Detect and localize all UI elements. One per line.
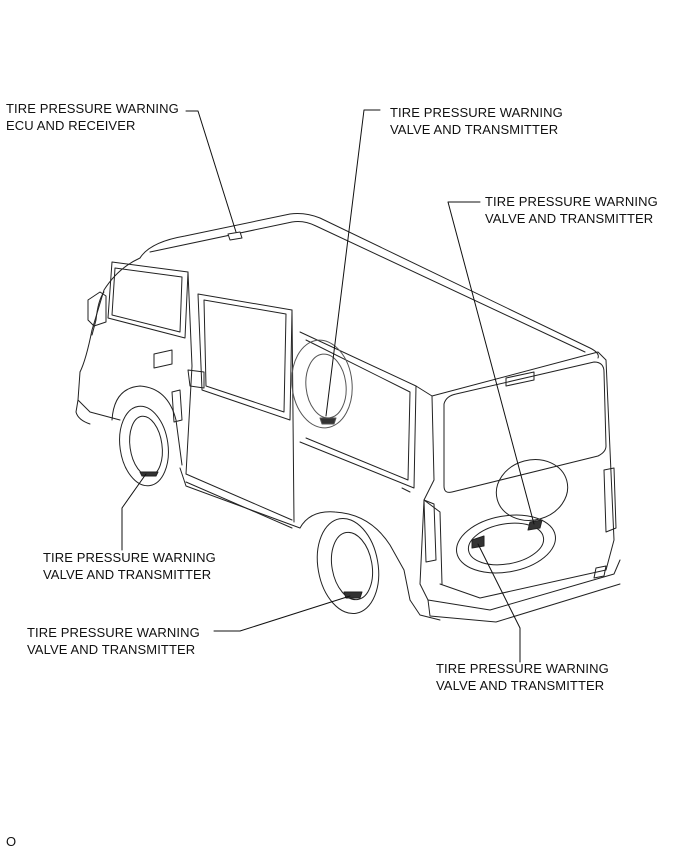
callout-line1: TIRE PRESSURE WARNING [485,194,658,209]
callout-line1: TIRE PRESSURE WARNING [27,625,200,640]
van-body [75,213,621,623]
figure-code: O [6,834,17,849]
callout-line2: VALVE AND TRANSMITTER [436,678,605,693]
rear-left-wheel [316,517,380,615]
callout-line2: VALVE AND TRANSMITTER [43,567,212,582]
callout-line1: TIRE PRESSURE WARNING [43,550,216,565]
ecu-receiver-box [227,231,243,241]
callout-ecu-line2: ECU AND RECEIVER [6,118,136,133]
front-left-wheel [119,405,169,487]
callout-line2: VALVE AND TRANSMITTER [27,642,196,657]
callout-valve-transmitter-rear-left: TIRE PRESSURE WARNING VALVE AND TRANSMIT… [27,624,200,658]
callout-line1: TIRE PRESSURE WARNING [390,105,563,120]
rear-right-wheel-ghost [291,339,353,429]
callout-valve-transmitter-front-left: TIRE PRESSURE WARNING VALVE AND TRANSMIT… [43,549,216,583]
callout-valve-transmitter-spare-lower: TIRE PRESSURE WARNING VALVE AND TRANSMIT… [436,660,609,694]
callout-line2: VALVE AND TRANSMITTER [390,122,559,137]
callout-valve-transmitter-spare-upper: TIRE PRESSURE WARNING VALVE AND TRANSMIT… [485,193,658,227]
callout-ecu-receiver: TIRE PRESSURE WARNING ECU AND RECEIVER [6,100,179,134]
callout-ecu-line1: TIRE PRESSURE WARNING [6,101,179,116]
leader-lines [121,109,535,663]
callout-valve-transmitter-rear-right-wheel: TIRE PRESSURE WARNING VALVE AND TRANSMIT… [390,104,563,138]
callout-line2: VALVE AND TRANSMITTER [485,211,654,226]
spare-tire [456,459,569,574]
callout-line1: TIRE PRESSURE WARNING [436,661,609,676]
